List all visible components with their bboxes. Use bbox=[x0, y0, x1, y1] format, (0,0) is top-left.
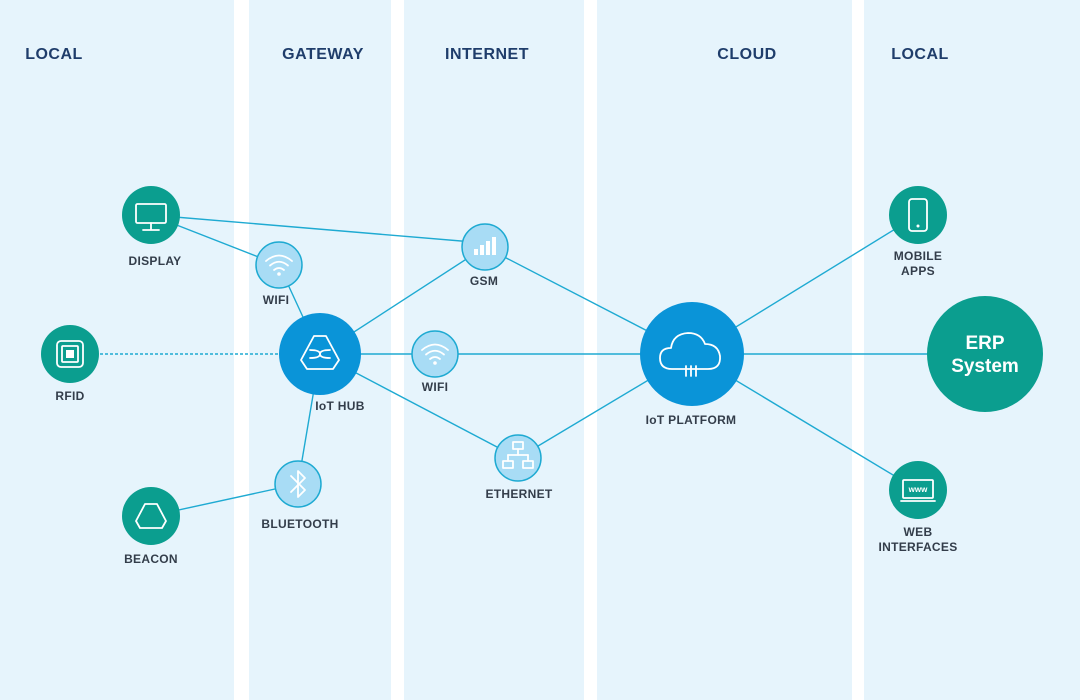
node-wifi-gateway: WIFI bbox=[255, 241, 303, 307]
node-label-display: DISPLAY bbox=[128, 254, 181, 268]
signal-bars-icon bbox=[474, 237, 496, 255]
node-label-ethernet: ETHERNET bbox=[485, 487, 552, 501]
node-gsm: GSM bbox=[461, 223, 509, 288]
column-title-cloud: CLOUD bbox=[717, 46, 776, 63]
wifi-icon bbox=[421, 343, 449, 365]
node-iot-platform: IoT PLATFORM bbox=[640, 302, 744, 427]
node-bluetooth: BLUETOOTH bbox=[261, 460, 338, 531]
node-label-web-interfaces-line1: WEB bbox=[904, 525, 933, 539]
hub-icon bbox=[300, 335, 340, 370]
beacon-icon bbox=[135, 503, 167, 529]
column-title-local-left: LOCAL bbox=[25, 46, 83, 63]
chip-icon bbox=[56, 340, 84, 368]
phone-icon bbox=[908, 198, 928, 232]
column-title-internet: INTERNET bbox=[445, 46, 529, 63]
node-display: DISPLAY bbox=[122, 186, 181, 268]
node-label-mobile-apps-line2: APPS bbox=[901, 264, 935, 278]
column-title-local-right: LOCAL bbox=[891, 46, 949, 63]
erp-label-line1: ERP bbox=[965, 333, 1004, 354]
node-erp-system: ERP System bbox=[927, 296, 1043, 412]
node-label-beacon: BEACON bbox=[124, 552, 178, 566]
node-iot-hub: IoT HUB bbox=[279, 313, 364, 413]
node-beacon: BEACON bbox=[122, 487, 180, 566]
node-label-iot-platform: IoT PLATFORM bbox=[646, 413, 737, 427]
node-rfid: RFID bbox=[41, 325, 99, 403]
node-label-gsm: GSM bbox=[470, 274, 498, 288]
node-label-rfid: RFID bbox=[55, 389, 84, 403]
bluetooth-icon bbox=[290, 470, 306, 498]
node-label-iot-hub: IoT HUB bbox=[315, 399, 364, 413]
node-label-mobile-apps-line1: MOBILE bbox=[894, 249, 942, 263]
column-title-gateway: GATEWAY bbox=[282, 46, 364, 63]
column-titles: LOCAL GATEWAY INTERNET CLOUD LOCAL bbox=[25, 46, 949, 63]
node-mobile-apps: MOBILE APPS bbox=[889, 186, 947, 278]
node-label-wifi-internet: WIFI bbox=[422, 380, 449, 394]
node-wifi-internet: WIFI bbox=[411, 330, 459, 394]
monitor-icon bbox=[135, 203, 167, 231]
node-label-web-interfaces-line2: INTERFACES bbox=[878, 540, 957, 554]
node-label-wifi-gateway: WIFI bbox=[263, 293, 290, 307]
browser-icon-text: www bbox=[908, 485, 928, 494]
cloud-icon bbox=[659, 332, 721, 377]
network-icon bbox=[502, 441, 534, 469]
node-label-bluetooth: BLUETOOTH bbox=[261, 517, 338, 531]
node-ethernet: ETHERNET bbox=[485, 434, 553, 501]
browser-icon: www bbox=[900, 479, 936, 502]
edge-display-gsm bbox=[150, 214, 486, 244]
erp-label-line2: System bbox=[951, 356, 1019, 377]
wifi-icon bbox=[265, 254, 293, 276]
node-web-interfaces: www WEB INTERFACES bbox=[878, 461, 957, 554]
band-local-left bbox=[0, 0, 234, 700]
